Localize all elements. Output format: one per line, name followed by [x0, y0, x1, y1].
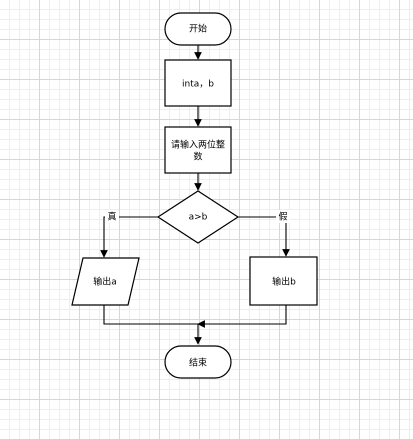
end-node-label: 结束 — [189, 357, 207, 369]
output-a-node[interactable]: 输出a — [71, 257, 140, 306]
start-node[interactable]: 开始 — [164, 12, 232, 46]
input-node[interactable]: 请输入两位整 数 — [164, 126, 232, 174]
input-node-label-line1: 请输入两位整 — [171, 139, 225, 151]
true-label-text: 真 — [107, 211, 116, 223]
edge-output-b-to-merge — [197, 305, 287, 328]
output-a-label: 输出a — [93, 276, 117, 288]
output-b-label: 输出b — [272, 276, 296, 288]
output-b-node[interactable]: 输出b — [249, 256, 318, 306]
declare-node-label: inta，b — [182, 80, 214, 90]
false-edge-label: 假 — [276, 210, 290, 223]
true-edge-label: 真 — [105, 210, 119, 223]
decision-node-label: a>b — [189, 213, 208, 223]
input-node-label-line2: 数 — [193, 151, 202, 163]
start-node-label: 开始 — [189, 23, 207, 35]
decision-node[interactable]: a>b — [156, 190, 240, 244]
end-node[interactable]: 结束 — [164, 345, 232, 379]
edge-decision-true — [100, 216, 158, 258]
false-label-text: 假 — [278, 212, 287, 223]
declare-node[interactable]: inta，b — [164, 59, 232, 107]
edge-output-a-to-merge — [103, 305, 198, 325]
